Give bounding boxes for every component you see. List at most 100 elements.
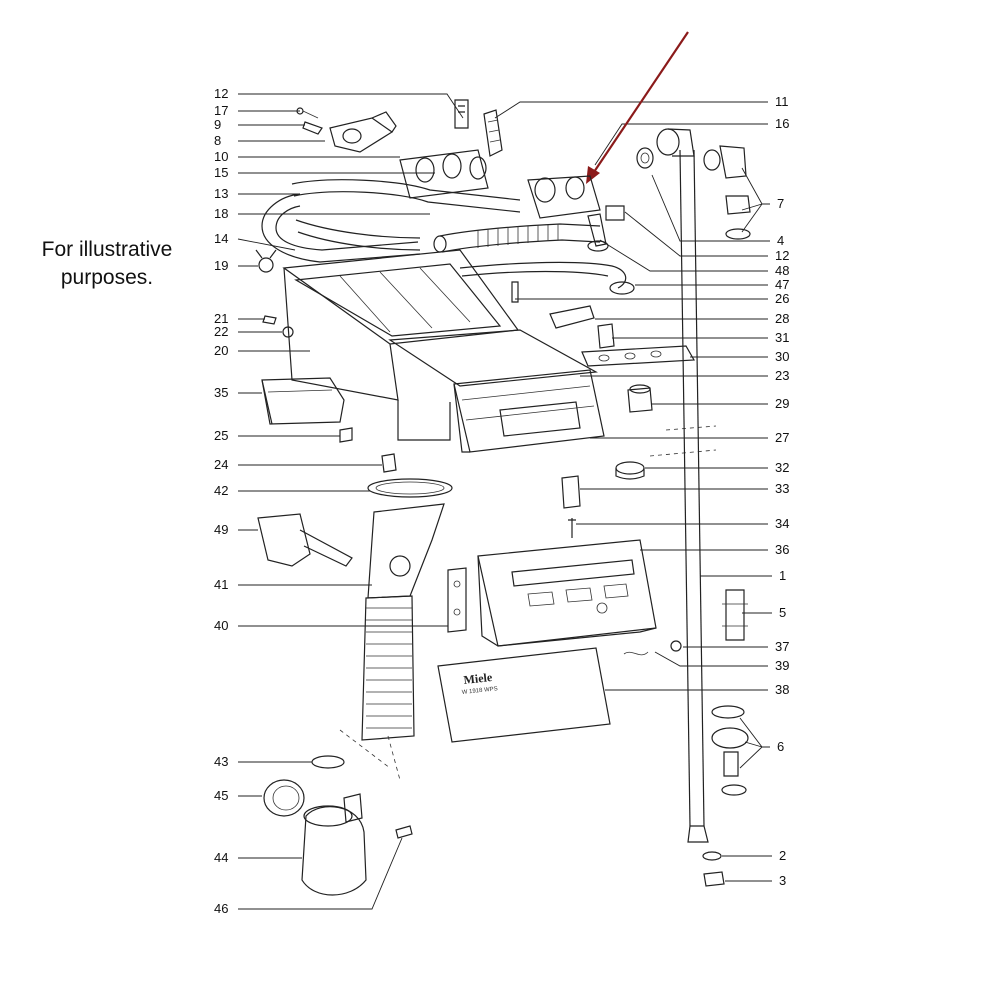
callout-left-49-label: 49 [214, 522, 228, 537]
callout-right-6: 6 [739, 717, 784, 769]
clip-33 [561, 475, 581, 509]
callout-right-48: 48 [599, 239, 789, 278]
measuring-cup-35 [261, 377, 345, 425]
hose-18 [291, 179, 521, 213]
callout-right-31-label: 31 [775, 330, 789, 345]
callout-right-33: 33 [580, 481, 789, 496]
callout-right-34: 34 [576, 516, 789, 531]
solenoid-valve-15 [399, 149, 489, 199]
callout-left-17: 17 [214, 103, 300, 118]
callout-left-17-label: 17 [214, 103, 228, 118]
callout-right-3: 3 [725, 873, 786, 888]
callout-left-35-label: 35 [214, 385, 228, 400]
callout-right-47: 47 [635, 277, 789, 292]
callout-right-16-label: 16 [775, 116, 789, 131]
wire-39 [623, 651, 649, 656]
valve-assembly-16 [527, 175, 601, 219]
callout-right-27: 27 [590, 430, 789, 445]
parts-drawing: Miele W 1918 WPS [255, 99, 751, 896]
callout-left-21-label: 21 [214, 311, 228, 326]
callout-right-39-label: 39 [775, 658, 789, 673]
callout-right-27-label: 27 [775, 430, 789, 445]
callout-right-5: 5 [742, 605, 786, 620]
screw-37 [670, 640, 682, 652]
callout-left-20-label: 20 [214, 343, 228, 358]
callout-right-32-label: 32 [775, 460, 789, 475]
sump-44 [301, 793, 367, 896]
long-hose-1 [679, 149, 709, 843]
callout-left-20: 20 [214, 343, 310, 358]
connector-12-top [454, 99, 469, 129]
callout-right-2: 2 [722, 848, 786, 863]
callout-right-34-label: 34 [775, 516, 789, 531]
callout-left-42: 42 [214, 483, 370, 498]
callout-left-15-label: 15 [214, 165, 228, 180]
illustrative-note-line1: For illustrative [41, 238, 173, 261]
screw-21 [262, 315, 277, 325]
callout-right-16: 16 [594, 116, 789, 166]
callout-right-33-label: 33 [775, 481, 789, 496]
callout-left-19-label: 19 [214, 258, 228, 273]
clamp-43 [311, 755, 345, 769]
screw-34 [568, 518, 576, 538]
callout-right-28: 28 [595, 311, 789, 326]
callout-right-3-label: 3 [779, 873, 786, 888]
front-panel-36 [477, 539, 657, 647]
callout-left-43-label: 43 [214, 754, 228, 769]
callout-left-12-label: 12 [214, 86, 228, 101]
callout-right-31: 31 [612, 330, 789, 345]
callout-right-4-label: 4 [777, 233, 784, 248]
seal-42 [367, 478, 453, 498]
callout-left-25: 25 [214, 428, 340, 443]
callout-left-43: 43 [214, 754, 312, 769]
ring-45 [263, 779, 305, 817]
callout-left-49: 49 [214, 522, 258, 537]
manual-brand: Miele [463, 670, 494, 687]
callout-right-36: 36 [640, 542, 789, 557]
clip-9 [302, 121, 323, 135]
callout-right-28-label: 28 [775, 311, 789, 326]
callout-right-29: 29 [652, 396, 789, 411]
callout-right-37-label: 37 [775, 639, 789, 654]
callout-left-13-label: 13 [214, 186, 228, 201]
callout-right-11-label: 11 [775, 94, 789, 109]
callout-right-11: 11 [494, 94, 789, 119]
callout-left-41-label: 41 [214, 577, 228, 592]
hose-47 [459, 261, 635, 295]
callout-right-48-label: 48 [775, 263, 789, 278]
callout-right-36-label: 36 [775, 542, 789, 557]
callout-right-47-label: 47 [775, 277, 789, 292]
callout-group: 12 17 9 8 10 15 [214, 86, 789, 916]
callout-right-2-label: 2 [779, 848, 786, 863]
valve-bracket-8-10 [329, 111, 397, 153]
screw-25 [339, 427, 353, 443]
alignment-dashes [339, 425, 717, 781]
callout-left-45: 45 [214, 788, 262, 803]
callout-left-19: 19 [214, 258, 258, 273]
hose-13 [261, 193, 421, 263]
corrugated-hose-48 [433, 223, 601, 253]
callout-right-39: 39 [654, 651, 789, 673]
callout-right-5-label: 5 [779, 605, 786, 620]
hose-14 [295, 219, 421, 251]
clip-28 [549, 305, 595, 329]
callout-left-18: 18 [214, 206, 430, 221]
illustrative-note: For illustrative purposes. [22, 236, 192, 292]
callout-left-46: 46 [214, 837, 403, 916]
dispenser-housing-20 [282, 249, 520, 441]
callout-right-23: 23 [580, 368, 789, 383]
highlight-arrow [586, 31, 689, 184]
callout-left-9: 9 [214, 117, 305, 132]
panel-plate-30 [581, 345, 696, 367]
screw-26 [511, 281, 519, 303]
callout-right-12: 12 [624, 211, 789, 263]
callout-right-38-label: 38 [775, 682, 789, 697]
callout-right-32: 32 [645, 460, 789, 475]
callout-right-26: 26 [515, 291, 789, 306]
callout-left-41: 41 [214, 577, 372, 592]
callout-right-4: 4 [651, 174, 784, 248]
callout-left-13: 13 [214, 186, 300, 201]
bracket-40 [447, 567, 467, 633]
callout-left-22: 22 [214, 324, 282, 339]
